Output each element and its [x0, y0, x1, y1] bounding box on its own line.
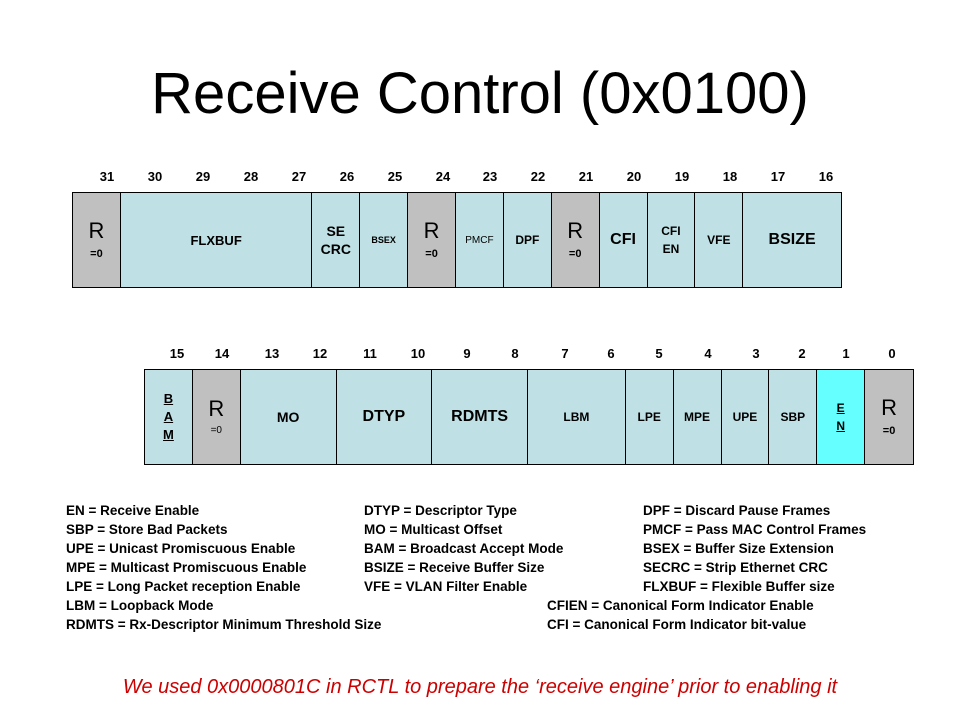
field-reserved-31: R=0	[73, 193, 121, 287]
field-dpf: DPF	[503, 193, 552, 287]
field-mpe: MPE	[673, 370, 722, 464]
field-reserved-19: R=0	[551, 193, 600, 287]
bit-number: 25	[387, 169, 403, 184]
footnote: We used 0x0000801C in RCTL to prepare th…	[122, 676, 838, 698]
legend-item: LBM = Loopback Mode	[66, 598, 214, 613]
legend-item: BSIZE = Receive Buffer Size	[364, 560, 545, 575]
legend-column-3: DPF = Discard Pause Frames PMCF = Pass M…	[643, 501, 866, 596]
legend-item: UPE = Unicast Promiscuous Enable	[66, 541, 296, 556]
field-reserved-0: R=0	[865, 370, 913, 464]
legend-column-2: DTYP = Descriptor Type MO = Multicast Of…	[364, 501, 563, 596]
bit-number: 13	[264, 346, 280, 361]
bit-number: 4	[704, 346, 712, 361]
bit-number: 18	[722, 169, 738, 184]
legend-item: SBP = Store Bad Packets	[66, 522, 228, 537]
bit-number: 8	[511, 346, 519, 361]
bit-number: 12	[312, 346, 328, 361]
field-dtyp: DTYP	[336, 370, 433, 464]
bit-number: 30	[147, 169, 163, 184]
field-vfe: VFE	[695, 193, 744, 287]
field-rdmts: RDMTS	[432, 370, 528, 464]
bit-number: 7	[561, 346, 569, 361]
field-flxbuf: FLXBUF	[120, 193, 313, 287]
field-reserved-22: R=0	[408, 193, 456, 287]
bit-number: 28	[243, 169, 259, 184]
bit-number: 10	[410, 346, 426, 361]
bit-number: 11	[363, 346, 377, 361]
legend-item: RDMTS = Rx-Descriptor Minimum Threshold …	[66, 617, 382, 632]
legend-column-4: CFIEN = Canonical Form Indicator Enable …	[547, 596, 814, 634]
field-upe: UPE	[721, 370, 770, 464]
bit-number: 21	[578, 169, 594, 184]
bit-number: 19	[674, 169, 690, 184]
legend-item: MO = Multicast Offset	[364, 522, 503, 537]
legend-item: SECRC = Strip Ethernet CRC	[643, 560, 828, 575]
bit-number: 0	[888, 346, 896, 361]
bit-number: 20	[626, 169, 642, 184]
legend-item: CFI = Canonical Form Indicator bit-value	[547, 617, 807, 632]
legend-item: PMCF = Pass MAC Control Frames	[643, 522, 867, 537]
field-sbp: SBP	[769, 370, 818, 464]
legend-item: VFE = VLAN Filter Enable	[364, 579, 528, 594]
field-bsex: BSEX	[360, 193, 409, 287]
bit-number: 23	[482, 169, 498, 184]
legend-item: DPF = Discard Pause Frames	[643, 503, 831, 518]
bit-number: 22	[530, 169, 546, 184]
bit-number: 24	[435, 169, 451, 184]
field-bsize: BSIZE	[743, 193, 841, 287]
legend-item: CFIEN = Canonical Form Indicator Enable	[547, 598, 814, 613]
legend-column-1: EN = Receive Enable SBP = Store Bad Pack…	[66, 501, 381, 634]
field-lbm: LBM	[528, 370, 626, 464]
field-reserved-14: R=0	[192, 370, 241, 464]
bit-number: 26	[339, 169, 355, 184]
field-mo: MO	[240, 370, 337, 464]
legend-item: DTYP = Descriptor Type	[364, 503, 517, 518]
bit-number: 9	[463, 346, 471, 361]
field-pmcf: PMCF	[456, 193, 504, 287]
bit-number: 17	[770, 169, 786, 184]
bit-number: 16	[818, 169, 834, 184]
legend-item: MPE = Multicast Promiscuous Enable	[66, 560, 307, 575]
legend-item: FLXBUF = Flexible Buffer size	[643, 579, 835, 594]
bit-number: 27	[291, 169, 307, 184]
legend-item: BSEX = Buffer Size Extension	[643, 541, 834, 556]
bit-number: 15	[169, 346, 185, 361]
field-cfi: CFI	[599, 193, 648, 287]
bit-number: 29	[195, 169, 211, 184]
legend-item: LPE = Long Packet reception Enable	[66, 579, 301, 594]
field-lpe: LPE	[625, 370, 674, 464]
bit-number: 31	[99, 169, 115, 184]
bit-number: 6	[607, 346, 615, 361]
page-title: Receive Control (0x0100)	[151, 61, 809, 126]
bit-number: 1	[842, 346, 850, 361]
bit-number: 2	[798, 346, 806, 361]
bit-number: 3	[752, 346, 760, 361]
legend-item: EN = Receive Enable	[66, 503, 200, 518]
bit-number: 5	[655, 346, 663, 361]
bit-number: 14	[214, 346, 230, 361]
legend-item: BAM = Broadcast Accept Mode	[364, 541, 564, 556]
